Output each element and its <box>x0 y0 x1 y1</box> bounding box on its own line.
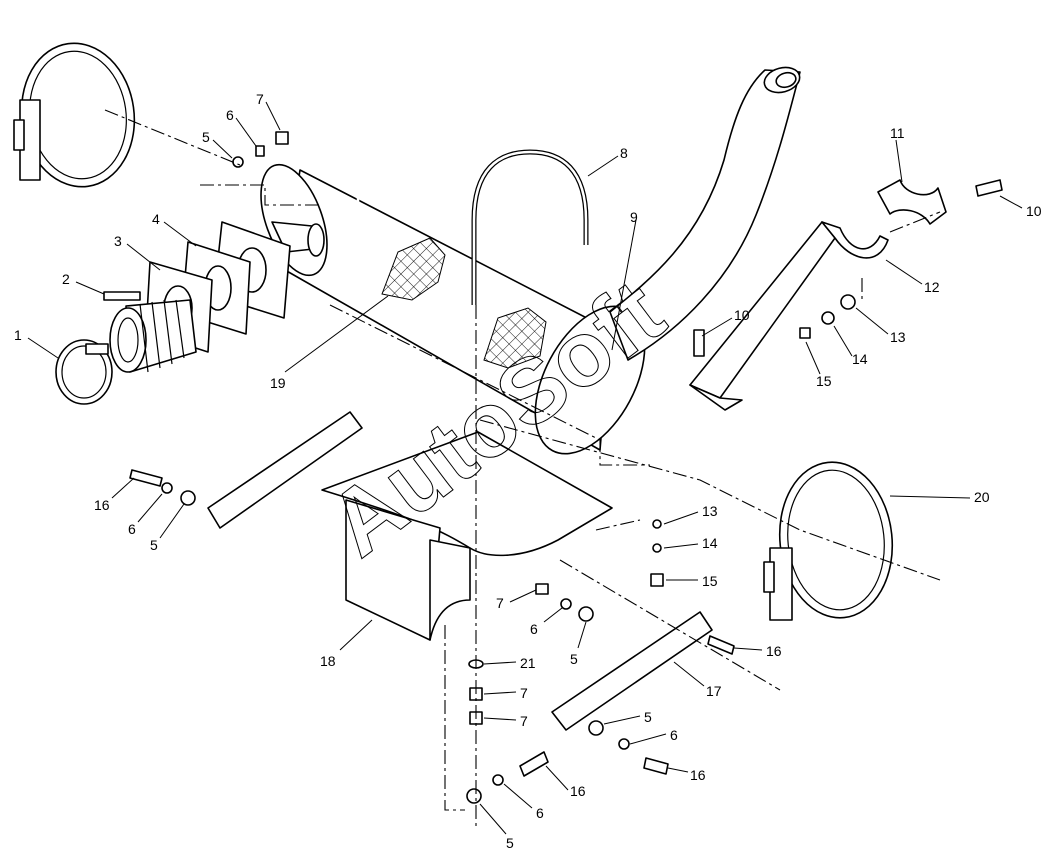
strap-bar-left <box>207 411 363 529</box>
callout-2: 2 <box>62 271 70 287</box>
callout-21: 21 <box>520 655 536 671</box>
callout-13: 13 <box>890 329 906 345</box>
callout-13: 13 <box>702 503 718 519</box>
callout-6: 6 <box>536 805 544 821</box>
assembly-centerlines <box>104 109 941 830</box>
callout-9: 9 <box>630 209 638 225</box>
callout-17: 17 <box>706 683 722 699</box>
support-bracket <box>689 221 889 411</box>
callout-14: 14 <box>702 535 718 551</box>
callout-labels: 1 2 3 4 5 6 7 8 9 10 10 11 12 13 14 15 1… <box>14 91 1042 851</box>
heat-shield-mesh <box>381 237 547 369</box>
callout-12: 12 <box>924 279 940 295</box>
strap-bar-right <box>551 611 713 731</box>
callout-11: 11 <box>890 125 905 141</box>
band-clamp-bottom <box>763 461 894 621</box>
callout-6: 6 <box>670 727 678 743</box>
callout-7: 7 <box>520 685 528 701</box>
callout-16: 16 <box>766 643 782 659</box>
callout-8: 8 <box>620 145 628 161</box>
band-clamp-top <box>13 42 136 188</box>
muffler <box>260 163 646 455</box>
callout-16: 16 <box>570 783 586 799</box>
flex-bellows <box>109 299 197 373</box>
leader-lines <box>27 101 1023 835</box>
callout-5: 5 <box>202 129 210 145</box>
callout-5: 5 <box>150 537 158 553</box>
callout-5: 5 <box>570 651 578 667</box>
callout-10: 10 <box>734 307 750 323</box>
u-bolt <box>356 83 589 305</box>
callout-6: 6 <box>530 621 538 637</box>
callout-16: 16 <box>94 497 110 513</box>
callout-16: 16 <box>690 767 706 783</box>
mounting-saddle <box>321 431 613 641</box>
callout-6: 6 <box>128 521 136 537</box>
hose-clamp-small <box>55 339 113 405</box>
callout-5: 5 <box>506 835 514 851</box>
callout-3: 3 <box>114 233 122 249</box>
callout-7: 7 <box>256 91 264 107</box>
strap-clamp <box>877 179 947 225</box>
callout-7: 7 <box>496 595 504 611</box>
callout-1: 1 <box>14 327 22 343</box>
callout-10: 10 <box>1026 203 1042 219</box>
callout-5: 5 <box>644 709 652 725</box>
callout-18: 18 <box>320 653 336 669</box>
callout-15: 15 <box>816 373 832 389</box>
callout-7: 7 <box>520 713 528 729</box>
callout-6: 6 <box>226 107 234 123</box>
exhaust-elbow-pipe <box>609 66 801 361</box>
callout-4: 4 <box>152 211 160 227</box>
callout-19: 19 <box>270 375 286 391</box>
callout-15: 15 <box>702 573 718 589</box>
callout-14: 14 <box>852 351 868 367</box>
flange-plates <box>145 221 291 353</box>
callout-20: 20 <box>974 489 990 505</box>
